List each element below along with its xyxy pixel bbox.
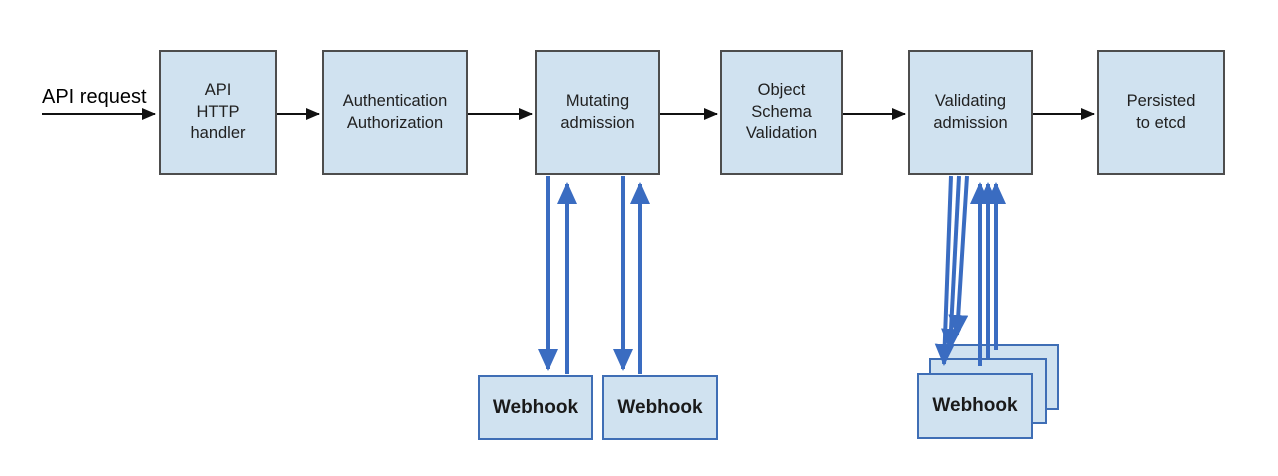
node-persisted-to-etcd: Persisted to etcd xyxy=(1097,50,1225,175)
node-api-http-handler: API HTTP handler xyxy=(159,50,277,175)
webhook-label: Webhook xyxy=(617,396,703,418)
node-object-schema-validation: Object Schema Validation xyxy=(720,50,843,175)
webhook-box-mutating-2: Webhook xyxy=(602,375,718,440)
node-label: Authentication Authorization xyxy=(342,91,448,132)
webhook-box-validating: Webhook xyxy=(917,373,1033,439)
webhook-label: Webhook xyxy=(932,395,1018,416)
webhook-label: Webhook xyxy=(492,396,579,418)
arrow-validating-down-webhook-3 xyxy=(948,175,969,337)
node-authentication-authorization: Authentication Authorization xyxy=(322,50,468,175)
arrow-validating-down-webhook-1 xyxy=(934,175,955,366)
webhook-box-mutating-1: Webhook xyxy=(478,375,593,440)
node-label: Object Schema Validation xyxy=(745,80,818,143)
api-request-label: API request xyxy=(42,86,147,108)
arrow-validating-down-webhook-2 xyxy=(941,175,962,351)
node-label: Persisted to etcd xyxy=(1126,91,1196,132)
node-label: API HTTP handler xyxy=(190,80,246,143)
node-validating-admission: Validating admission xyxy=(908,50,1033,175)
node-label: Mutating admission xyxy=(560,91,635,132)
node-mutating-admission: Mutating admission xyxy=(535,50,660,175)
node-label: Validating admission xyxy=(933,91,1008,132)
